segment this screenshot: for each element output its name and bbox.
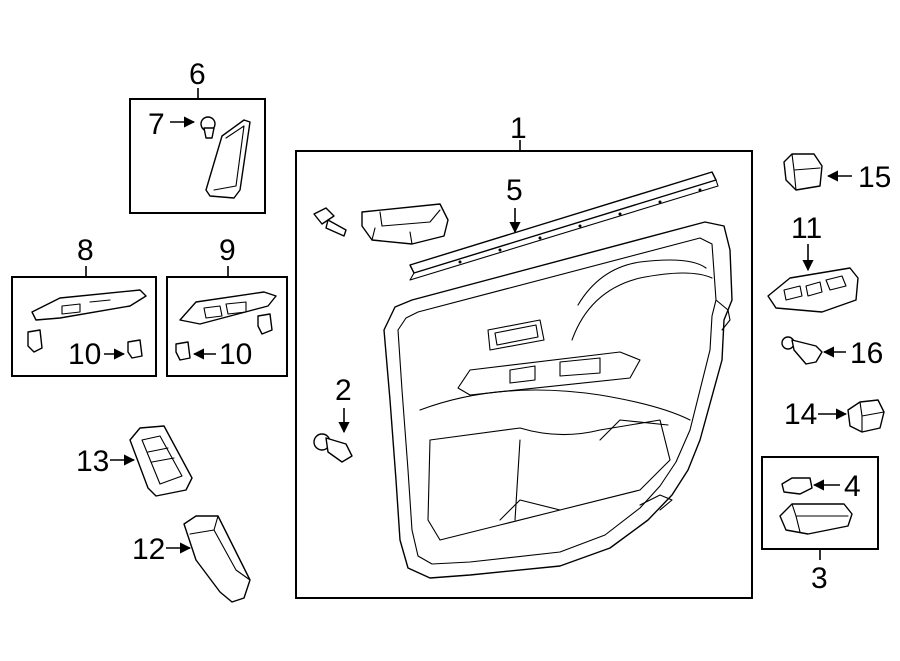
clip-part-10a <box>27 329 143 359</box>
callout-11: 11 <box>791 212 822 245</box>
switch-part-13 <box>129 425 193 497</box>
callout-9: 9 <box>219 234 236 267</box>
switch-part-15 <box>783 153 823 191</box>
screw-part <box>313 207 347 237</box>
beltline-molding-part <box>409 171 719 281</box>
callout-4: 4 <box>844 470 861 503</box>
bracket-part <box>361 203 449 245</box>
callout-12: 12 <box>132 533 165 566</box>
callout-13: 13 <box>76 445 109 478</box>
callout-10b: 10 <box>219 338 252 371</box>
switch-bezel-group-9: 9 10 <box>166 234 288 377</box>
switch-bezel-part-9 <box>179 291 277 325</box>
master-switch-part-11 <box>767 267 859 313</box>
callout-5: 5 <box>506 174 523 207</box>
bulb-part-16 <box>781 336 823 365</box>
lamp-housing-part <box>779 503 853 535</box>
switch-bezel-group-8: 8 10 <box>11 234 157 377</box>
clip-part-10b <box>175 313 273 361</box>
assembly-box-9 <box>166 276 288 377</box>
pillar-garnish-part <box>205 119 251 199</box>
assembly-box-8 <box>11 276 157 377</box>
switch-bezel-part-8 <box>31 289 147 321</box>
lamp-group-3: 3 4 <box>761 456 879 595</box>
callout-8: 8 <box>77 234 94 267</box>
callout-3: 3 <box>811 562 828 595</box>
callout-10a: 10 <box>68 338 101 371</box>
callout-7: 7 <box>148 108 165 141</box>
clip-part-2 <box>313 433 353 463</box>
pillar-garnish-group: 6 7 <box>129 58 266 214</box>
door-trim-panel-group: 1 5 <box>295 112 753 599</box>
switch-part-12 <box>183 515 251 603</box>
main-assembly-box <box>295 150 753 599</box>
callout-6: 6 <box>189 58 206 91</box>
callout-16: 16 <box>850 337 883 370</box>
lens-part-4 <box>781 477 813 495</box>
callout-15: 15 <box>858 161 891 194</box>
callout-2: 2 <box>335 374 352 407</box>
callout-1: 1 <box>510 112 527 145</box>
door-panel-part <box>383 221 733 579</box>
socket-part-14 <box>847 399 885 433</box>
clip-part-7 <box>200 116 216 139</box>
callout-14: 14 <box>784 398 817 431</box>
